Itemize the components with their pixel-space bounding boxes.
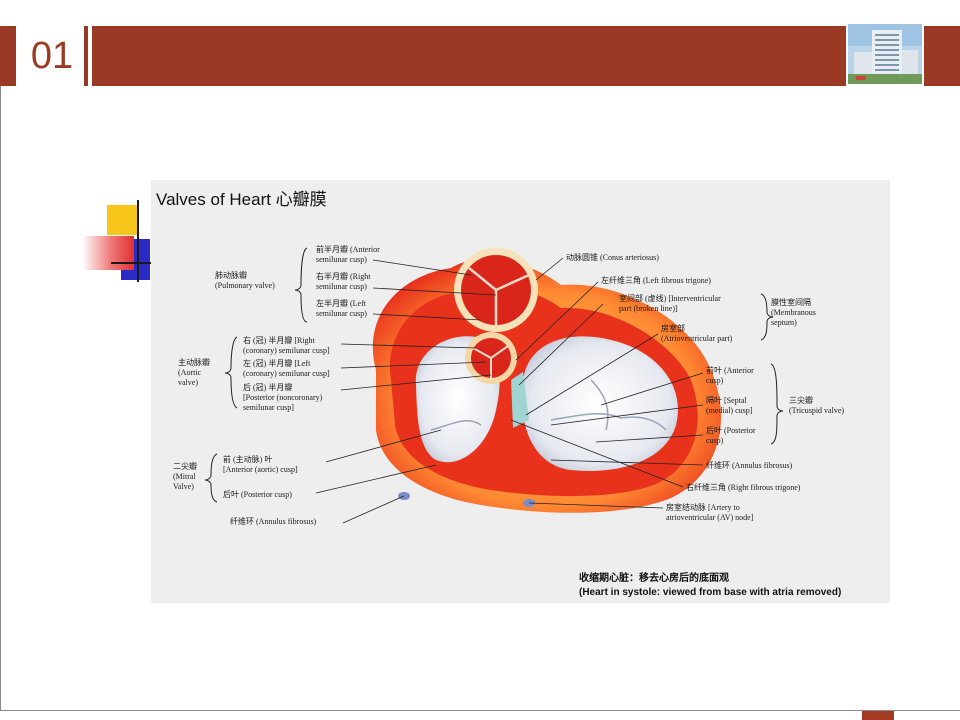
heart-valves-illustration (204, 247, 784, 524)
footer-accent-block (862, 711, 894, 720)
label-anterior-semilunar-cusp: 前半月瓣 (Anterior semilunar cusp) (316, 245, 380, 264)
label-right-semilunar-cusp: 右半月瓣 (Right semilunar cusp) (316, 272, 371, 291)
label-right-coronary-cusp: 右 (冠) 半月瓣 [Right (coronary) semilunar cu… (243, 336, 330, 355)
header-divider (88, 26, 92, 86)
label-anterior-aortic-cusp: 前 (主动脉) 叶 [Anterior (aortic) cusp] (223, 455, 298, 474)
slide-frame-left (0, 86, 1, 710)
header-photo-frame (846, 22, 924, 86)
label-tricuspid-valve: 三尖瓣 (Tricuspid valve) (789, 396, 845, 415)
label-right-fibrous-trigone: 右纤维三角 (Right fibrous trigone) (686, 483, 801, 492)
label-left-fibrous-trigone: 左纤维三角 (Left fibrous trigone) (601, 276, 711, 285)
label-aortic-valve: 主动脉瓣 (Aortic valve) (178, 358, 210, 387)
figure-caption: 收缩期心脏：移去心房后的底面观 (Heart in systole: viewe… (579, 573, 842, 598)
label-annulus-fibrosus-left: 纤维环 (Annulus fibrosus) (230, 517, 317, 526)
label-left-coronary-cusp: 左 (冠) 半月瓣 [Left (coronary) semilunar cus… (243, 359, 330, 378)
label-tricuspid-septal-cusp: 隔叶 [Septal (medial) cusp] (706, 396, 753, 415)
label-membranous-septum: 膜性室间隔 (Membranous septum) (771, 298, 816, 327)
deco-yellow-square (107, 205, 137, 235)
slide-number: 01 (30, 35, 74, 77)
label-tricuspid-anterior-cusp: 前叶 (Anterior cusp) (706, 366, 754, 385)
label-interventricular-part: 室间部 (虚线) [Interventricular part (broken … (619, 294, 721, 313)
label-pulmonary-valve: 肺动脉瓣 (Pulmonary valve) (215, 271, 275, 290)
label-annulus-fibrosus-right: 纤维环 (Annulus fibrosus) (706, 461, 793, 470)
deco-line-horizontal (111, 262, 151, 264)
heart-valves-figure: Valves of Heart 心瓣膜 肺动脉瓣 (Pulmonary valv… (151, 180, 890, 603)
label-tricuspid-posterior-cusp: 后叶 (Posterior cusp) (706, 426, 756, 445)
hospital-building-photo (848, 24, 922, 84)
label-conus-arteriosus: 动脉圆锥 (Conus arteriosus) (566, 253, 659, 262)
slide-number-box: 01 (20, 26, 84, 86)
label-posterior-noncoronary-cusp: 后 (冠) 半月瓣 [Posterior (noncoronary) semil… (243, 383, 323, 412)
deco-line-vertical (137, 200, 139, 282)
label-left-semilunar-cusp: 左半月瓣 (Left semilunar cusp) (316, 299, 367, 318)
header-divider (16, 26, 20, 86)
deco-red-gradient (82, 236, 134, 270)
label-mitral-valve: 二尖瓣 (Mitral Valve) (173, 462, 197, 491)
slide-frame-bottom (0, 710, 960, 711)
label-atrioventricular-part: 房室部 (Atrioventricular part) (661, 324, 733, 343)
label-posterior-mitral-cusp: 后叶 (Posterior cusp) (223, 490, 292, 499)
header-bar (0, 26, 960, 86)
figure-title: Valves of Heart 心瓣膜 (156, 190, 327, 209)
label-av-node-artery: 房室结动脉 [Artery to atrioventricular (AV) n… (666, 503, 754, 522)
